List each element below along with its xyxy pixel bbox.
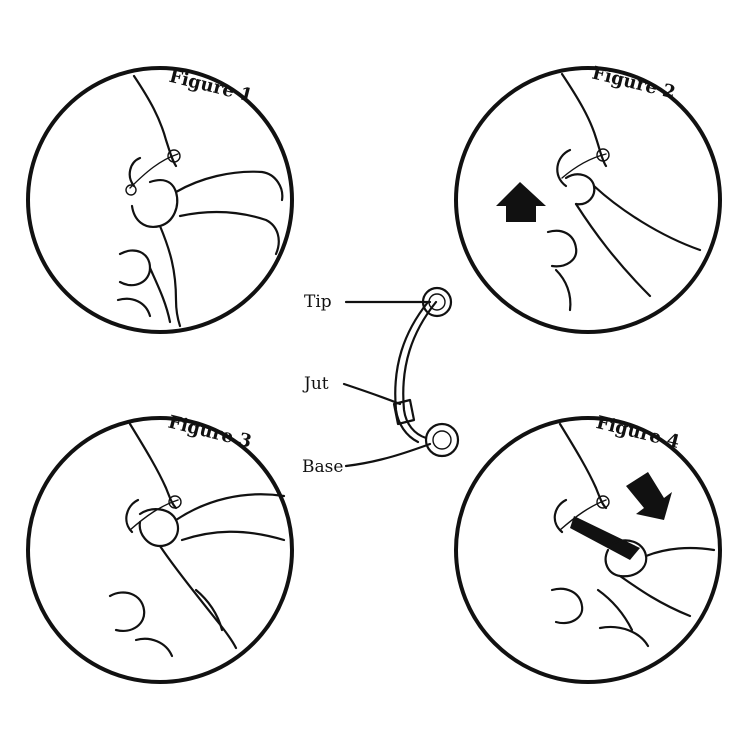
base-leader [344, 442, 432, 468]
figure-1-frame [26, 66, 294, 334]
figure-4-panel: Figure 4 [454, 412, 722, 684]
base-label: Base [302, 457, 343, 477]
retainer-jut [392, 398, 416, 426]
figure-3-nose [128, 422, 178, 510]
retainer-bar [402, 300, 438, 440]
figure-2-panel: Figure 2 [454, 63, 722, 334]
arrow-down-right-icon [626, 472, 672, 520]
figure-2-frame [454, 66, 722, 334]
retainer-base [424, 422, 460, 458]
tool-icon [570, 516, 640, 560]
figure-3-panel: Figure 3 [26, 412, 294, 684]
retainer-diagram: Tip Jut Base [302, 286, 460, 477]
figure-1-panel: Figure 1 [26, 66, 294, 334]
tip-label: Tip [304, 292, 332, 312]
figure-4-nose [558, 422, 608, 510]
figure-2-nose [560, 72, 608, 168]
figure-4-finger [604, 539, 648, 578]
jut-label: Jut [302, 374, 329, 394]
figure-3-frame [26, 416, 294, 684]
jut-leader [342, 382, 402, 406]
figure-3-finger [138, 508, 180, 548]
figure-1-finger [130, 179, 179, 228]
figure-1-nose [132, 74, 178, 168]
figure-4-frame [454, 416, 722, 684]
arrow-up-icon [496, 182, 546, 222]
